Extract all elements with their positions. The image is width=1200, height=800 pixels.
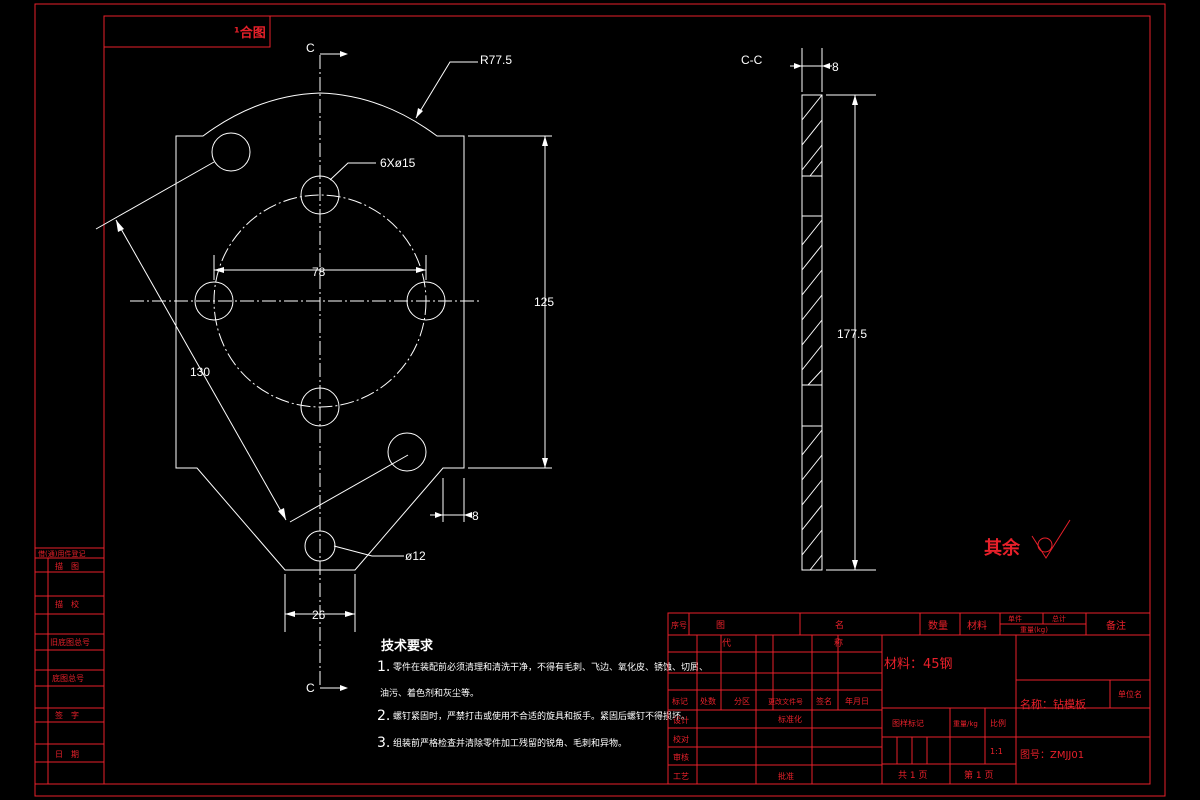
dim-thickness-section: 8 bbox=[832, 60, 839, 74]
left-strip: 借(通)用件登记 描 图 描 校 旧底图总号 底图总号 签 字 日 期 bbox=[34, 547, 105, 785]
part-name: 名称：钻模板 bbox=[1020, 697, 1086, 711]
rev-date: 年月日 bbox=[845, 696, 869, 706]
role-design: 设计 bbox=[673, 715, 689, 725]
drawing-number: 图号：ZMJJ01 bbox=[1020, 749, 1084, 761]
roughness-symbol: 其余 bbox=[984, 519, 1071, 559]
pitch-circle bbox=[213, 194, 427, 408]
strip-label-3: 旧底图总号 bbox=[50, 637, 90, 647]
hdr-qty: 数量 bbox=[928, 619, 948, 632]
section-view: C-C 8 bbox=[741, 48, 876, 571]
hdr-seq: 序号 bbox=[671, 620, 687, 630]
rev-count: 处数 bbox=[700, 696, 716, 706]
hole-right bbox=[406, 281, 446, 321]
hdr-code: 图 bbox=[716, 620, 725, 631]
rev-zone: 分区 bbox=[734, 697, 750, 706]
row2-left: 代 bbox=[722, 638, 731, 649]
hole-lower-right bbox=[387, 432, 427, 472]
stage-scale: 比例 bbox=[990, 718, 1006, 728]
material-label: 材料：45钢 bbox=[884, 657, 953, 672]
hole-upper-left bbox=[211, 132, 251, 172]
stage-mark: 图样标记 bbox=[892, 718, 924, 728]
dim-height: 125 bbox=[534, 295, 554, 309]
dim-diagonal: 130 bbox=[190, 365, 210, 379]
inner-frame bbox=[103, 15, 1151, 785]
section-body bbox=[801, 94, 823, 571]
tech-item-1-num: 1. bbox=[377, 659, 390, 675]
hdr-single: 单件 bbox=[1008, 614, 1022, 623]
hdr-name: 名 bbox=[835, 619, 844, 631]
strip-label-0: 借(通)用件登记 bbox=[38, 549, 85, 558]
hdr-remark: 备注 bbox=[1106, 619, 1126, 632]
sheets-total: 共 1 页 bbox=[898, 770, 927, 781]
dim-thickness-bottom: 8 bbox=[472, 509, 479, 523]
stage-weight: 重量/kg bbox=[953, 720, 978, 728]
row2-right: 称 bbox=[834, 637, 843, 649]
dim-section-height: 177.5 bbox=[837, 327, 867, 341]
outer-frame bbox=[34, 3, 1166, 797]
role-check: 校对 bbox=[673, 734, 689, 744]
role-review: 审核 bbox=[673, 752, 689, 762]
sheet-number: 第 1 页 bbox=[964, 769, 993, 781]
hole-left bbox=[194, 281, 234, 321]
dim-pitch: 78 bbox=[312, 265, 326, 279]
role-process: 工艺 bbox=[673, 772, 689, 781]
section-mark-bottom: C bbox=[306, 681, 315, 695]
strip-label-6: 日 期 bbox=[55, 750, 79, 759]
hole-top bbox=[300, 175, 340, 215]
section-title: C-C bbox=[741, 53, 763, 67]
strip-label-2: 描 校 bbox=[55, 599, 79, 609]
corner-tab-box bbox=[103, 15, 271, 48]
strip-label-5: 签 字 bbox=[55, 710, 79, 720]
tech-item-1b-text: 油污、着色剂和灰尘等。 bbox=[380, 687, 479, 699]
rev-sign: 签名 bbox=[816, 696, 832, 706]
tech-item-2-num: 2. bbox=[377, 708, 390, 724]
tech-requirements: 技术要求 1. 零件在装配前必须清理和清洗干净，不得有毛刺、飞边、氧化皮、锈蚀、… bbox=[377, 638, 708, 751]
tech-item-3-text: 组装前严格检查并清除零件加工残留的锐角、毛刺和异物。 bbox=[393, 737, 627, 749]
corner-tab-label: ¹合图 bbox=[234, 25, 266, 41]
plate-outline bbox=[175, 92, 465, 571]
tech-item-1-text: 零件在装配前必须清理和清洗干净，不得有毛刺、飞边、氧化皮、锈蚀、切屑、 bbox=[393, 661, 708, 673]
tech-title: 技术要求 bbox=[381, 638, 434, 654]
scale-value: 1:1 bbox=[990, 747, 1003, 756]
plate-front-view: C C R77.5 6Xø15 78 125 130 ø12 bbox=[95, 41, 554, 695]
hdr-total: 总计 bbox=[1052, 614, 1066, 623]
hole-bottom bbox=[300, 387, 340, 427]
tech-item-2-text: 螺钉紧固时，严禁打击或使用不合适的旋具和扳手。紧固后螺钉不得损坏。 bbox=[393, 710, 690, 722]
approve-label: 批准 bbox=[778, 771, 794, 781]
strip-label-4: 底图总号 bbox=[52, 673, 84, 683]
rev-doc: 更改文件号 bbox=[768, 697, 803, 706]
dim-small-hole: ø12 bbox=[405, 549, 426, 563]
standardize-label: 标准化 bbox=[778, 714, 802, 724]
company-label: 单位名 bbox=[1118, 689, 1142, 699]
rev-mark: 标记 bbox=[672, 696, 688, 706]
section-mark-top: C bbox=[306, 41, 315, 55]
strip-label-1: 描 图 bbox=[55, 561, 79, 571]
dim-radius: R77.5 bbox=[480, 53, 512, 67]
dim-bottom-width: 26 bbox=[312, 608, 326, 622]
roughness-note: 其余 bbox=[984, 537, 1021, 559]
dim-holes: 6Xø15 bbox=[380, 156, 416, 170]
tech-item-3-num: 3. bbox=[377, 735, 390, 751]
title-block: 序号 图 名 数量 材料 单件 总计 重量(kg) 备注 代 称 标记 处数 分… bbox=[667, 612, 1151, 785]
hdr-material: 材料 bbox=[967, 619, 987, 632]
hdr-weight: 重量(kg) bbox=[1020, 626, 1048, 634]
